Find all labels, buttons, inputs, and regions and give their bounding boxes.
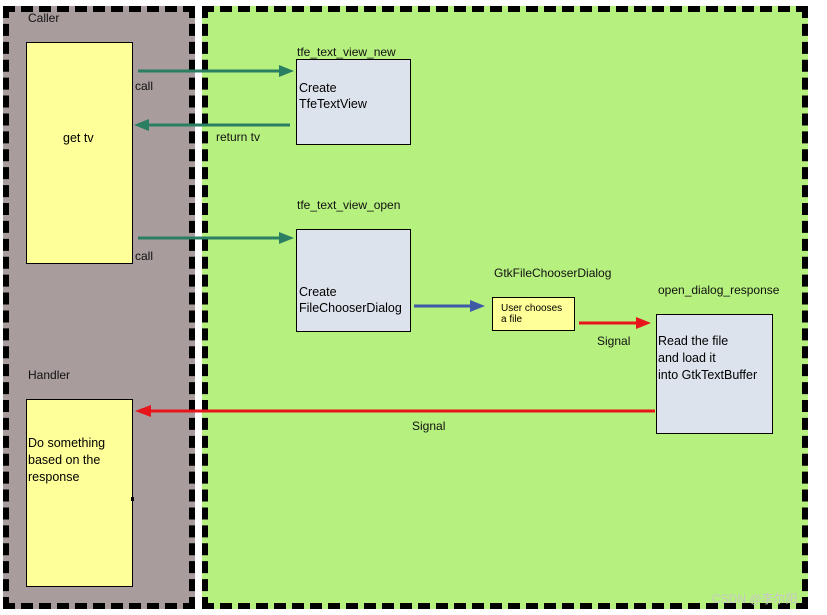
call-label-2: call bbox=[135, 249, 154, 263]
new-function-box: Create TfeTextView bbox=[296, 59, 411, 145]
handler-box-line: response bbox=[28, 470, 80, 484]
caller-box-text: get tv bbox=[63, 131, 94, 145]
response-function-box: Read the file and load it into GtkTextBu… bbox=[656, 314, 773, 434]
response-function-box-line: into GtkTextBuffer bbox=[658, 368, 758, 382]
call-arrow-new bbox=[138, 65, 294, 77]
open-function-box-line: FileChooserDialog bbox=[299, 301, 402, 315]
handler-box: Do something based on the response bbox=[26, 399, 133, 587]
response-function-box-line: and load it bbox=[658, 351, 716, 365]
new-function-box-line: TfeTextView bbox=[299, 97, 367, 111]
open-function-title: tfe_text_view_open bbox=[297, 198, 401, 212]
new-function-title: tfe_text_view_new bbox=[297, 45, 396, 59]
return-label: return tv bbox=[216, 130, 261, 144]
caller-box: get tv bbox=[26, 42, 133, 264]
signal-arrow-response bbox=[579, 317, 651, 329]
call-arrow-open bbox=[138, 232, 294, 244]
dialog-box-line: User chooses bbox=[501, 303, 563, 314]
response-function-box-line: Read the file bbox=[658, 334, 729, 348]
handler-title: Handler bbox=[28, 368, 71, 382]
call-label-1: call bbox=[135, 79, 154, 93]
response-function-title: open_dialog_response bbox=[658, 283, 780, 297]
return-arrow bbox=[134, 119, 290, 131]
signal-arrow-handler bbox=[135, 405, 655, 417]
tick-mark bbox=[131, 497, 134, 501]
handler-box-line: based on the bbox=[28, 453, 101, 467]
open-function-box: Create FileChooserDialog bbox=[296, 229, 411, 332]
signal-label-handler: Signal bbox=[412, 419, 446, 433]
dialog-title: GtkFileChooserDialog bbox=[494, 266, 612, 280]
watermark: CSDN @李尔阳 bbox=[712, 592, 798, 606]
new-function-box-line: Create bbox=[299, 81, 337, 95]
dialog-box-line: a file bbox=[501, 314, 523, 325]
show-dialog-arrow bbox=[414, 300, 485, 312]
handler-box-line: Do something bbox=[28, 436, 106, 450]
dialog-box: User chooses a file bbox=[492, 297, 575, 331]
caller-title: Caller bbox=[28, 11, 60, 25]
open-function-box-line: Create bbox=[299, 285, 337, 299]
signal-label-response: Signal bbox=[597, 334, 631, 348]
